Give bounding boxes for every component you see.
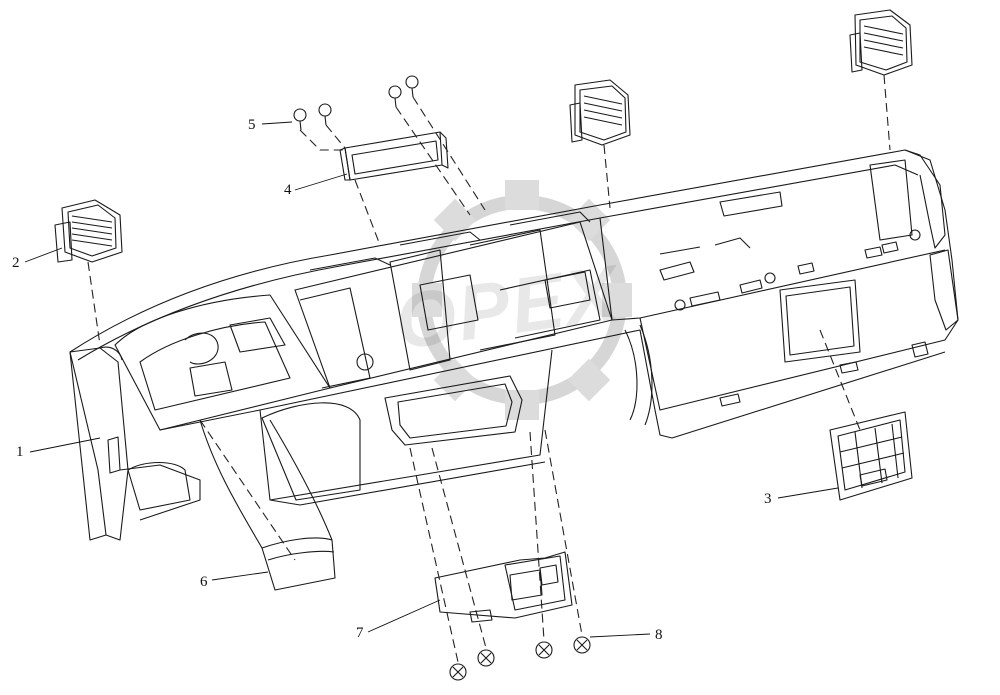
screws-bottom xyxy=(449,636,591,681)
leader-lines xyxy=(24,121,839,638)
instrument-panel xyxy=(69,149,959,541)
callout-5: 5 xyxy=(248,117,256,133)
air-vent-right xyxy=(849,9,913,76)
cover-panel xyxy=(829,411,913,501)
air-duct xyxy=(199,419,336,591)
callout-8: 8 xyxy=(655,627,663,643)
mounting-bracket xyxy=(339,131,449,181)
assembly-lines xyxy=(87,74,891,663)
screws-top xyxy=(293,75,419,131)
air-vent-left xyxy=(54,199,123,263)
air-vent-center xyxy=(569,79,631,146)
callout-4: 4 xyxy=(284,182,292,198)
callout-6: 6 xyxy=(200,574,208,590)
callout-3: 3 xyxy=(764,491,772,507)
callout-1: 1 xyxy=(16,444,24,460)
callout-2: 2 xyxy=(12,255,20,271)
callout-7: 7 xyxy=(356,625,364,641)
lower-compartment xyxy=(434,551,573,623)
